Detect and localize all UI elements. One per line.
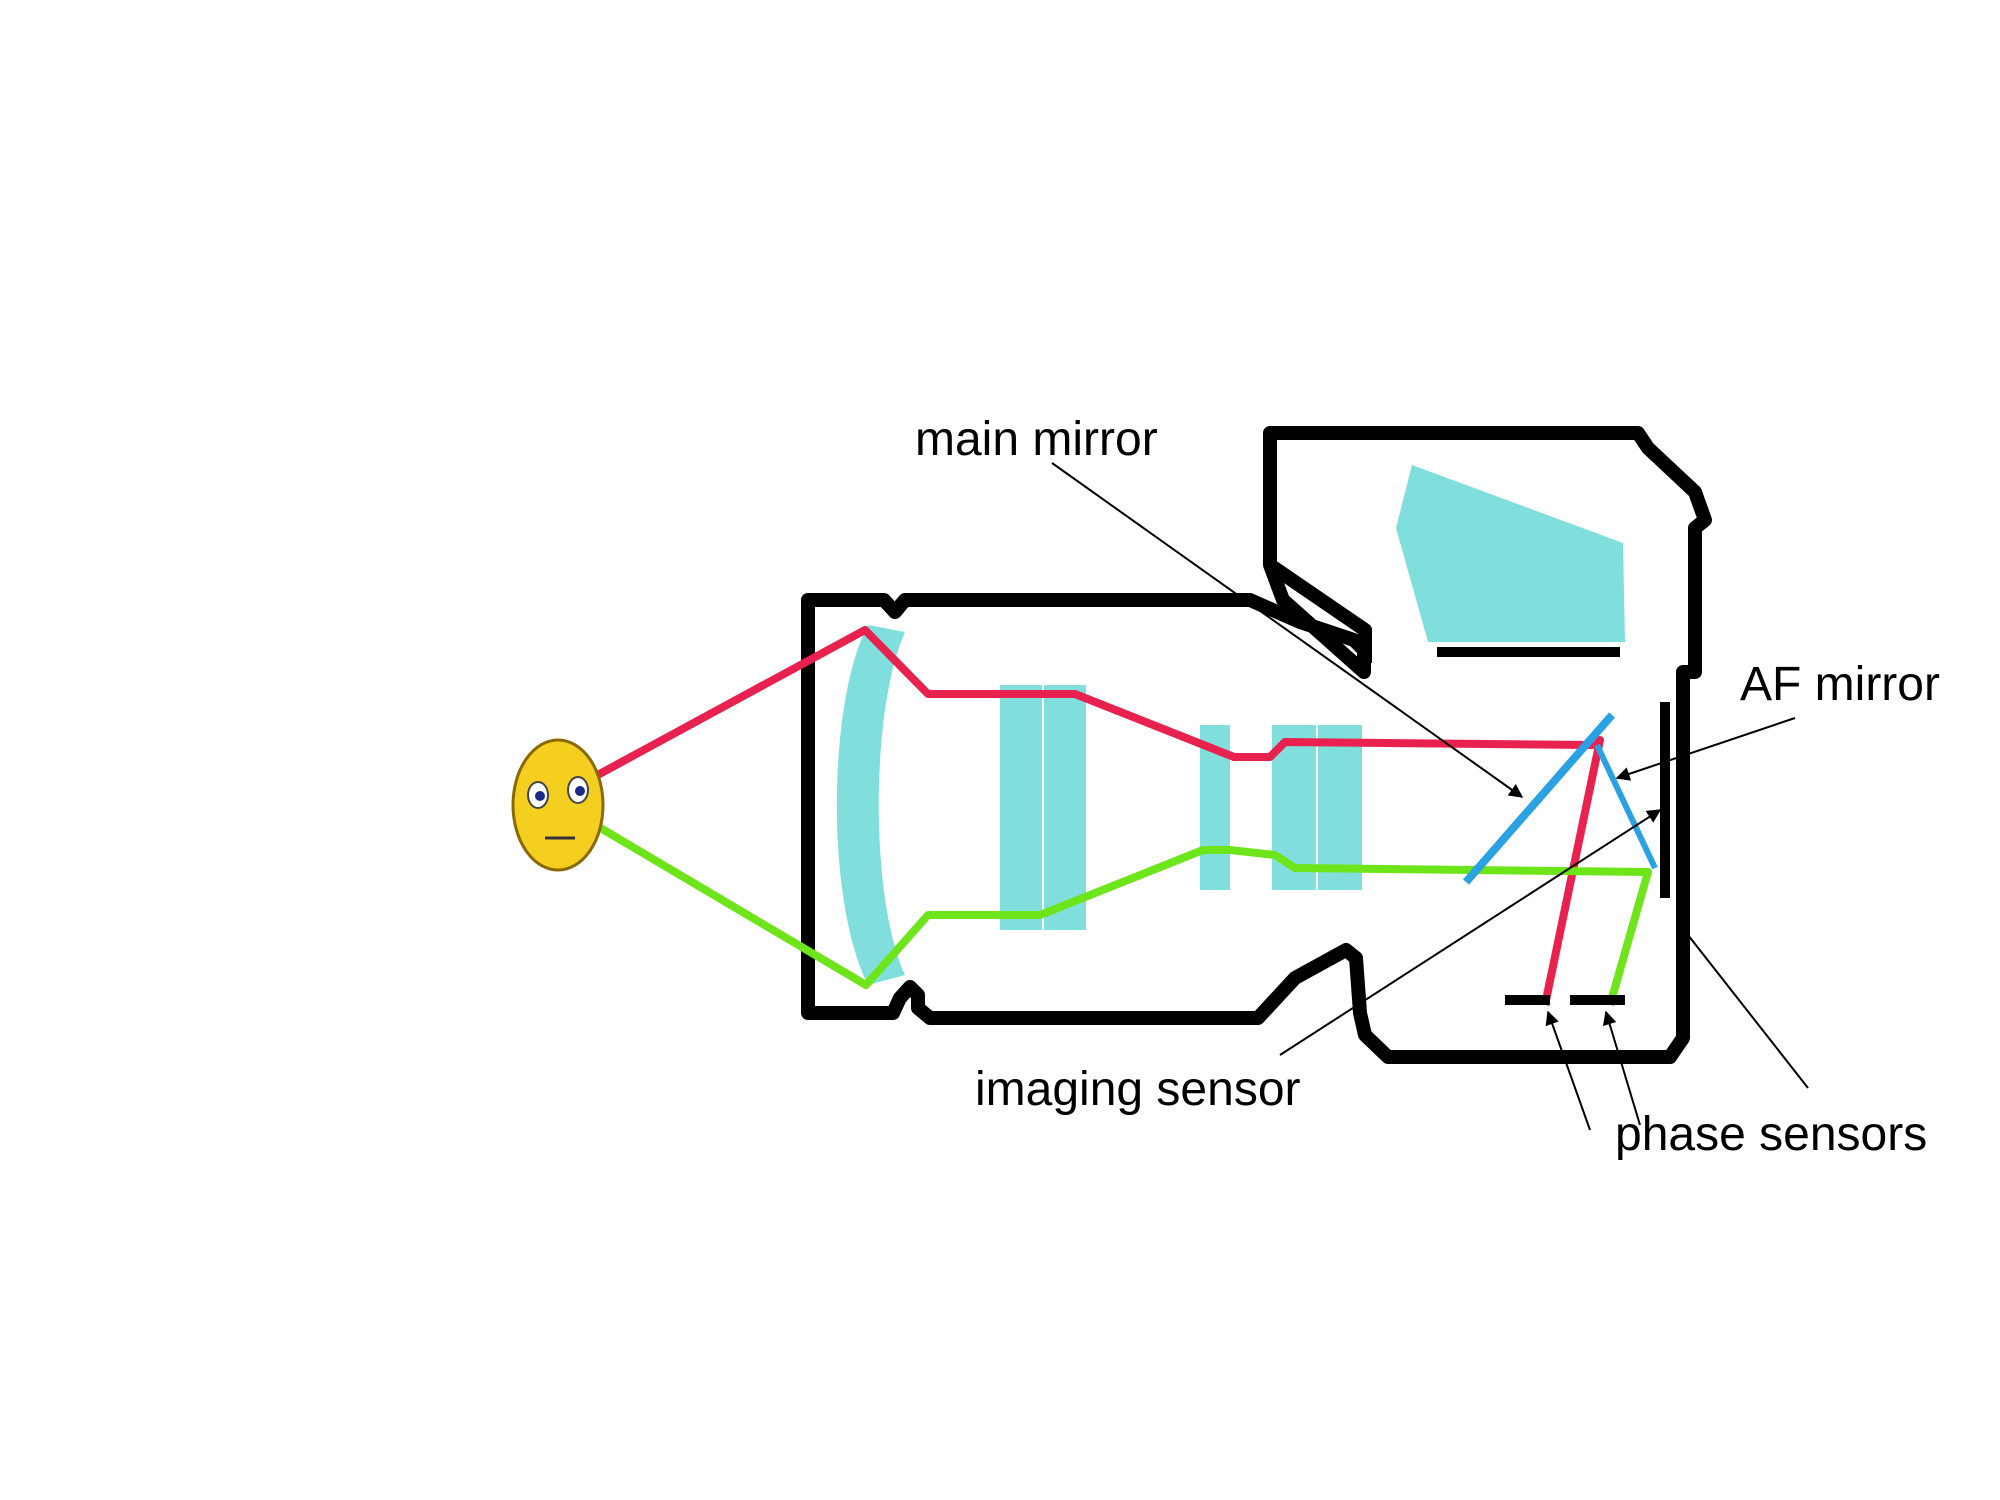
label-main-mirror: main mirror: [915, 413, 1158, 466]
lens-group-2-left: [1000, 685, 1042, 930]
right-pupil: [575, 786, 585, 796]
lens-elements: [836, 465, 1625, 985]
phase-sensor-left-leader: [1545, 1010, 1591, 1131]
lens-group-4-right: [1318, 725, 1362, 890]
camera-body-outline: [801, 426, 1712, 1064]
label-phase-sensors: phase sensors: [1615, 1108, 1927, 1161]
green-light-ray: [562, 803, 1652, 1007]
pentaprism: [1396, 465, 1625, 642]
imaging-sensor-leader: [1279, 809, 1662, 1056]
face-head: [511, 738, 605, 872]
lens-group-2-right: [1044, 685, 1086, 930]
af-mirror: [1594, 743, 1658, 870]
viewfinder-notch: [1266, 559, 1372, 663]
face-icon: [511, 738, 605, 872]
main-mirror-leader: [1051, 462, 1524, 798]
label-af-mirror: AF mirror: [1740, 658, 1940, 711]
af-mirror-leader: [1615, 717, 1796, 781]
red-light-ray: [568, 626, 1604, 1006]
front-lens-element: [836, 625, 905, 985]
left-pupil: [535, 791, 545, 801]
leader-lines: [1051, 462, 1809, 1131]
main-mirror: [1462, 712, 1616, 885]
phase-sensor-right-leader: [1602, 1010, 1641, 1126]
body-edge-leader: [1687, 934, 1809, 1089]
label-imaging-sensor: imaging sensor: [975, 1063, 1301, 1116]
